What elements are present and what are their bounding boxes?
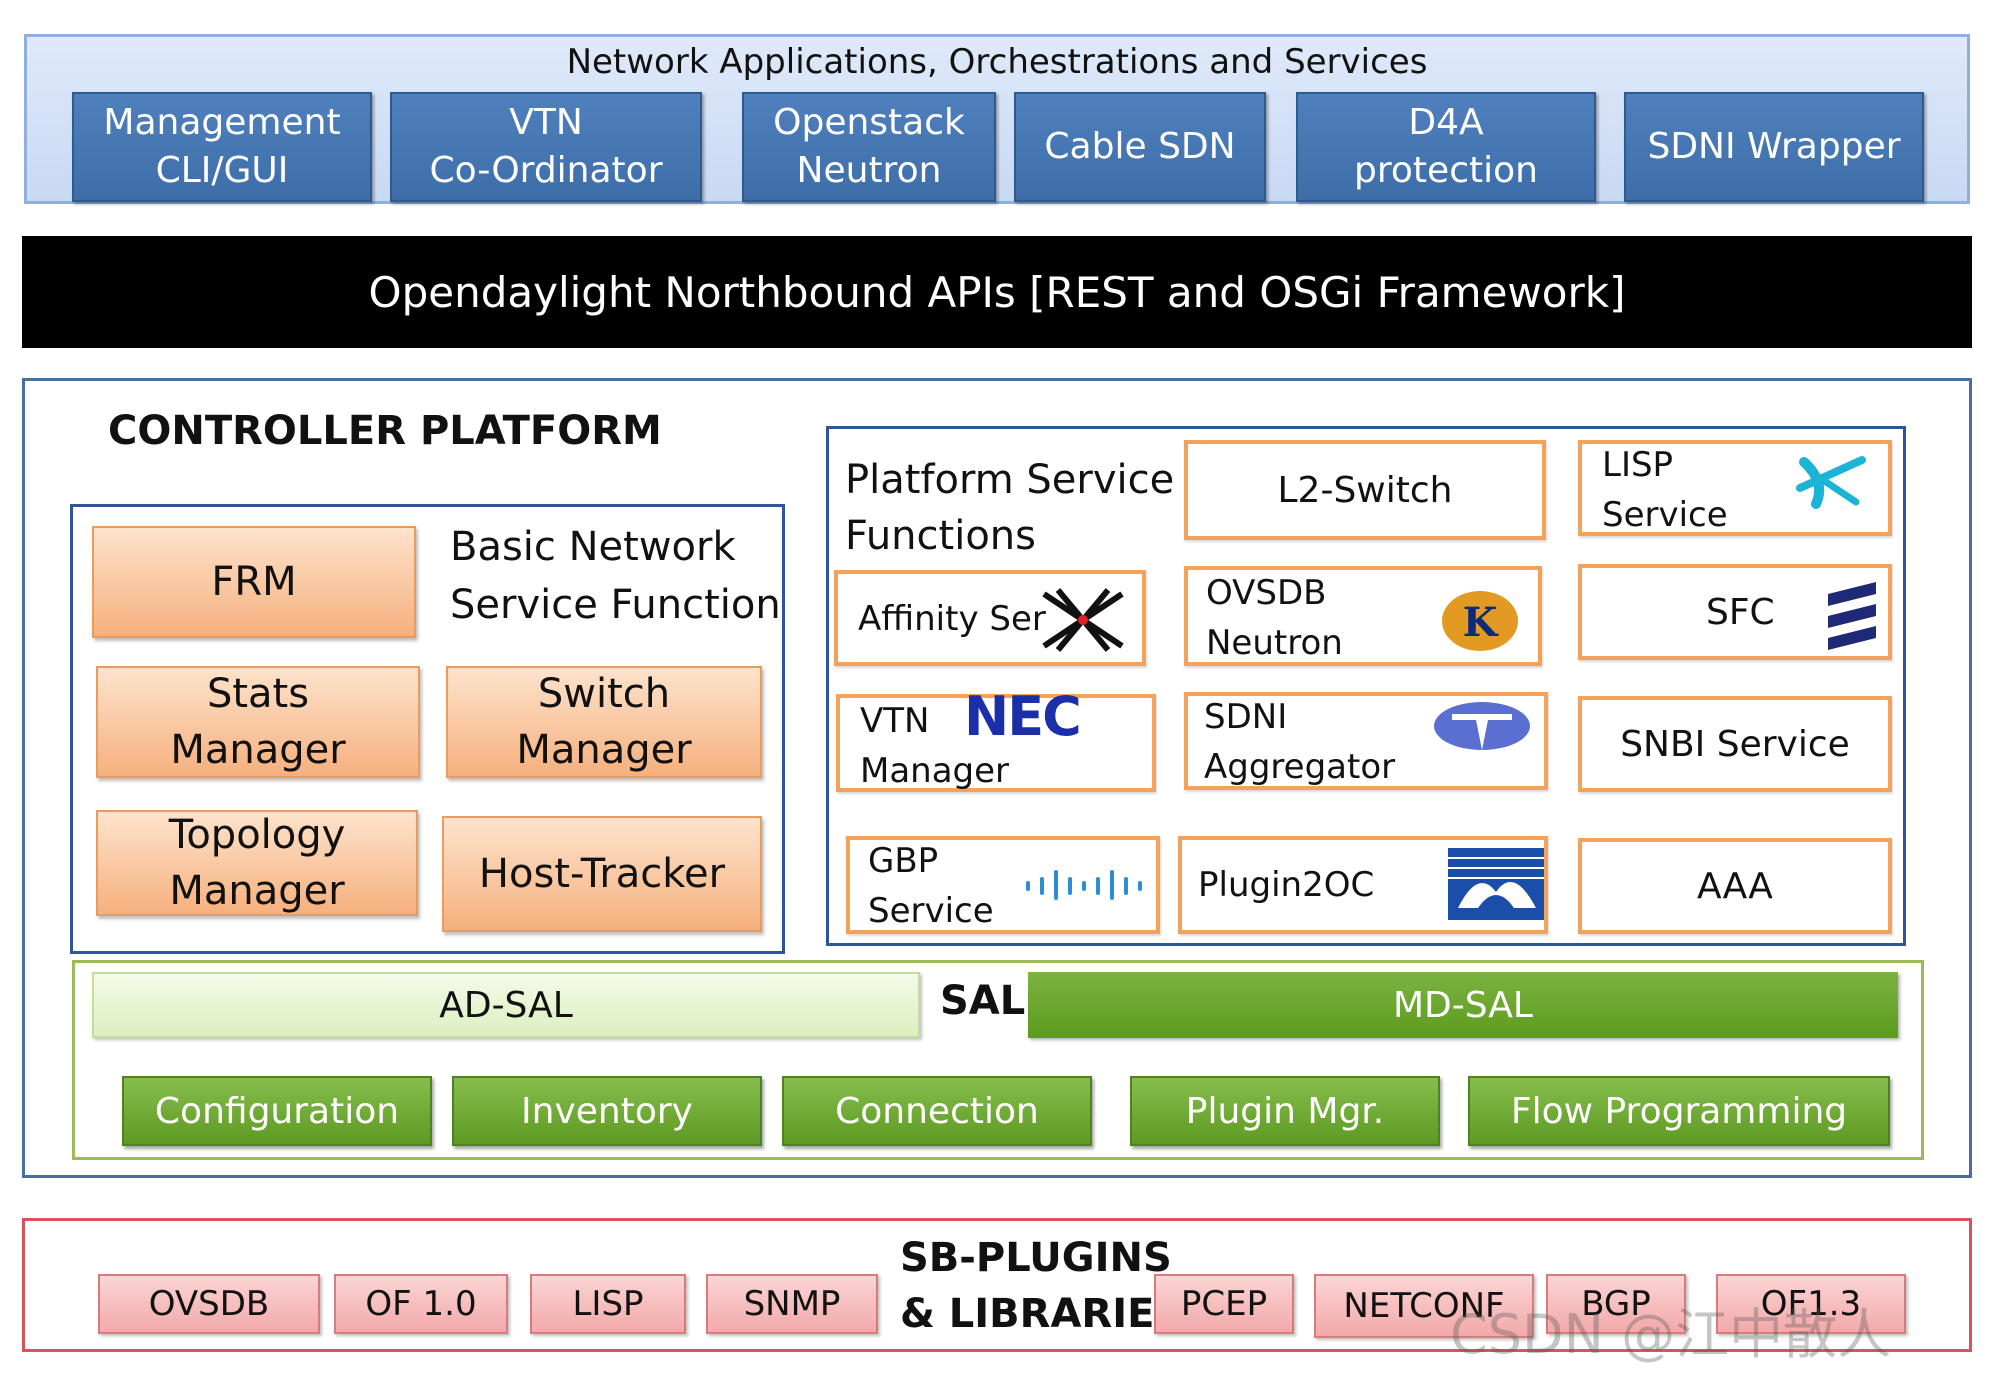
nec-logo: NEC [964, 685, 1082, 748]
watermark: CSDN @江中散人 [1450, 1303, 1892, 1366]
aaa-box: AAA [1578, 838, 1892, 934]
md-sal-bar: MD-SAL [1028, 972, 1898, 1038]
lisp-service-box: LISP Service [1578, 440, 1892, 536]
northbound-api-bar: Opendaylight Northbound APIs [REST and O… [22, 236, 1972, 348]
ovsdb-neutron-label: OVSDB Neutron [1206, 573, 1343, 663]
sal-configuration: Configuration [122, 1076, 432, 1146]
gbp-service-label: GBP Service [868, 841, 994, 931]
sal-plugin-mgr: Plugin Mgr. [1130, 1076, 1440, 1146]
stats-manager-box: Stats Manager [96, 666, 420, 778]
ovsdb-neutron-box: OVSDB Neutron K [1184, 566, 1542, 666]
plugin2oc-label: Plugin2OC [1198, 865, 1375, 905]
snbi-service-label: SNBI Service [1620, 724, 1850, 765]
sfc-label: SFC [1706, 592, 1775, 633]
frm-box: FRM [92, 526, 416, 638]
aaa-label: AAA [1697, 866, 1773, 907]
sal-flow-programming: Flow Programming [1468, 1076, 1890, 1146]
lisp-logo-icon [1796, 456, 1866, 509]
affinity-service-box: Affinity Ser [834, 570, 1146, 666]
app-d4a-protection: D4A protection [1296, 92, 1596, 202]
sal-connection: Connection [782, 1076, 1092, 1146]
applications-title: Network Applications, Orchestrations and… [566, 42, 1428, 82]
snbi-service-box: SNBI Service [1578, 696, 1892, 792]
sfc-box: SFC [1578, 564, 1892, 660]
sb-netconf: NETCONF [1314, 1274, 1534, 1338]
topology-manager-box: Topology Manager [96, 810, 418, 916]
plugin2oc-box: Plugin2OC [1178, 836, 1548, 934]
app-management-cli-gui: Management CLI/GUI [72, 92, 372, 202]
app-sdni-wrapper: SDNI Wrapper [1624, 92, 1924, 202]
sdni-aggregator-label: SDNI Aggregator [1204, 697, 1396, 787]
wildcat-logo-icon: K [1442, 591, 1518, 651]
sb-bgp: BGP [1546, 1274, 1686, 1334]
vtn-manager-box: VTN Manager NEC [836, 685, 1156, 792]
svg-text:K: K [1463, 599, 1499, 646]
host-tracker-box: Host-Tracker [442, 816, 762, 932]
sdni-aggregator-box: SDNI Aggregator [1184, 692, 1548, 790]
vtn-manager-label: VTN Manager [860, 701, 1010, 791]
l2-switch-box: L2-Switch [1184, 440, 1546, 540]
sb-snmp: SNMP [706, 1274, 878, 1334]
affinity-logo-icon [1042, 588, 1124, 652]
sal-label: SAL [940, 978, 1026, 1024]
platform-service-functions-group [826, 426, 1906, 946]
switch-manager-box: Switch Manager [446, 666, 762, 778]
sal-inventory: Inventory [452, 1076, 762, 1146]
sfc-stripes-icon [1828, 582, 1876, 650]
sb-ovsdb: OVSDB [98, 1274, 320, 1334]
ad-sal-bar: AD-SAL [92, 972, 920, 1038]
tata-logo-icon [1434, 702, 1530, 750]
cisco-logo-icon [1026, 870, 1142, 900]
l2-switch-label: L2-Switch [1277, 470, 1453, 511]
sb-of13: OF1.3 [1716, 1274, 1906, 1334]
sb-lisp: LISP [530, 1274, 686, 1334]
basic-network-service-group [70, 504, 785, 954]
plugin2oc-logo-icon [1448, 848, 1544, 920]
app-openstack-neutron: Openstack Neutron [742, 92, 996, 202]
app-vtn-coordinator: VTN Co-Ordinator [390, 92, 702, 202]
platform-service-functions-title: Platform Service Functions [845, 457, 1175, 559]
affinity-service-label: Affinity Ser [858, 599, 1046, 639]
gbp-service-box: GBP Service [846, 836, 1160, 934]
sb-of10: OF 1.0 [334, 1274, 508, 1334]
basic-network-service-title: Basic Network Service Function [450, 524, 781, 628]
lisp-service-label: LISP Service [1602, 445, 1728, 535]
app-cable-sdn: Cable SDN [1014, 92, 1266, 202]
controller-platform-title: CONTROLLER PLATFORM [108, 408, 662, 454]
sb-pcep: PCEP [1154, 1274, 1294, 1334]
sb-plugins-title: SB-PLUGINS & LIBRARIES [900, 1235, 1184, 1337]
